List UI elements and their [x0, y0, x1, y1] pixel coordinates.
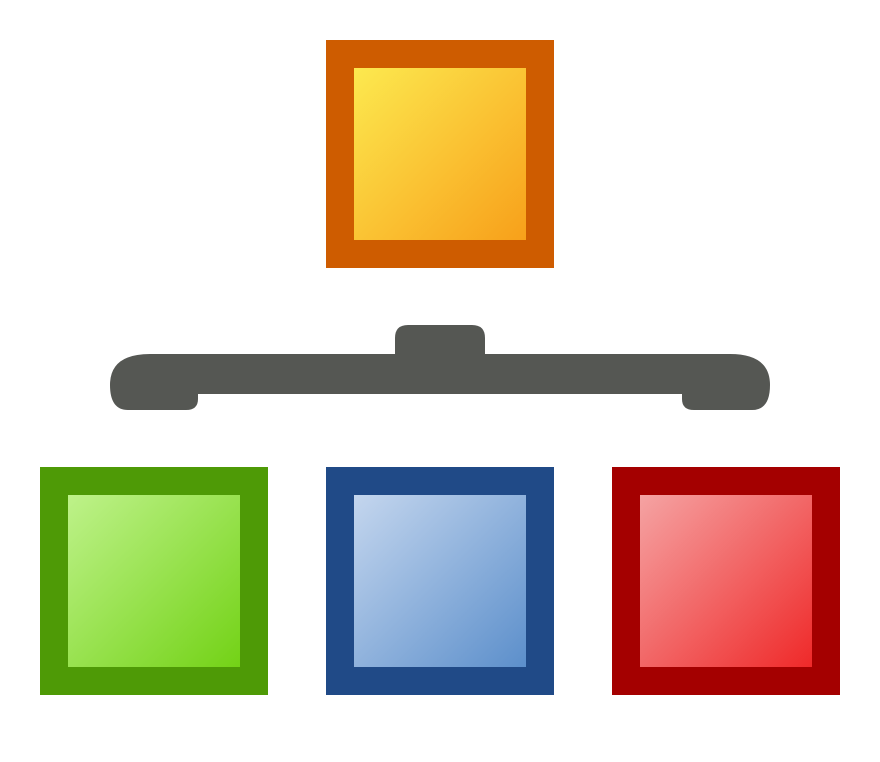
- child-node-blue: [326, 467, 554, 695]
- parent-node: [326, 40, 554, 268]
- child-node-green: [40, 467, 268, 695]
- child-node-blue-fill: [354, 495, 526, 667]
- child-node-red-fill: [640, 495, 812, 667]
- child-node-green-fill: [68, 495, 240, 667]
- hierarchy-connector: [110, 325, 770, 410]
- parent-node-fill: [354, 68, 526, 240]
- child-node-red: [612, 467, 840, 695]
